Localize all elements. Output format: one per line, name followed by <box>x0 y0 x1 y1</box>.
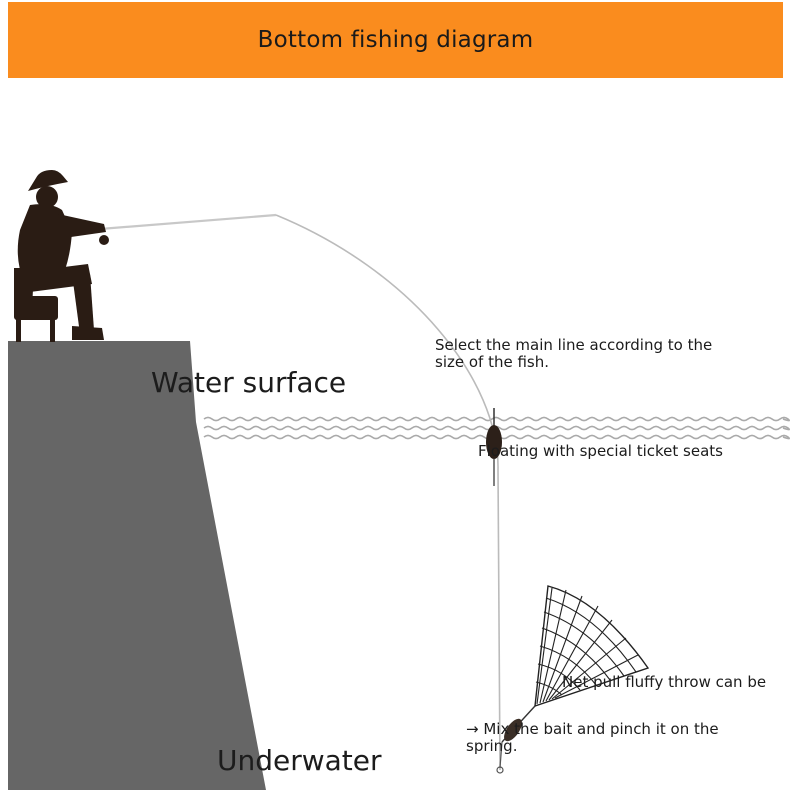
page-title: Bottom fishing diagram <box>257 27 534 53</box>
main-line-label-1: Select the main line according to the <box>435 336 713 354</box>
header-banner: Bottom fishing diagram <box>8 2 783 78</box>
main-line-label-2: size of the fish. <box>435 353 550 371</box>
float-seat-label: Floating with special ticket seats <box>478 442 723 460</box>
pier <box>8 341 266 790</box>
bait-label-1: → Mix the bait and pinch it on the <box>466 720 719 738</box>
water-surface-label: Water surface <box>151 366 347 399</box>
underwater-label: Underwater <box>217 744 382 777</box>
throw-net-icon <box>534 585 650 708</box>
angler-silhouette-icon <box>14 170 109 342</box>
net-throw-label: Net pull fluffy throw can be <box>562 673 767 691</box>
bait-spring-icon <box>496 705 536 774</box>
bait-label-2: spring. <box>466 737 518 755</box>
fishing-rod <box>99 213 277 231</box>
main-line <box>275 214 501 771</box>
fishing-float-icon <box>486 408 502 486</box>
